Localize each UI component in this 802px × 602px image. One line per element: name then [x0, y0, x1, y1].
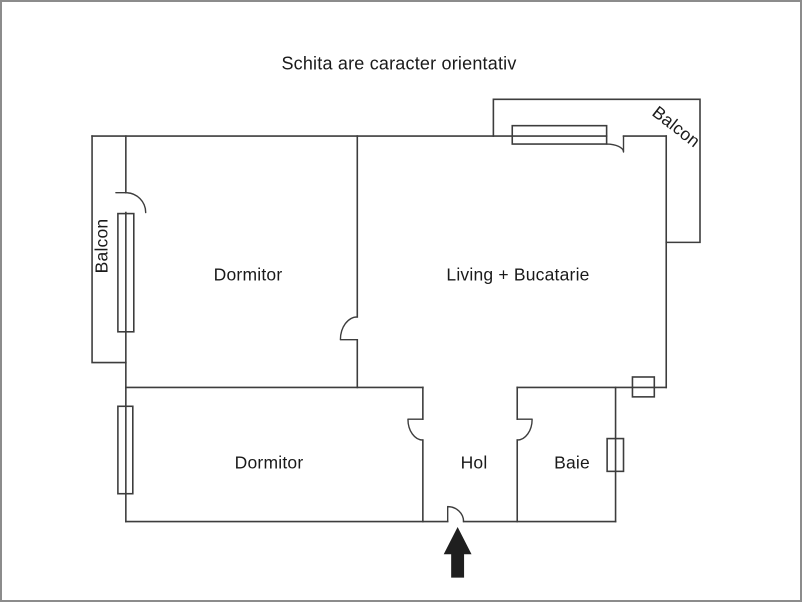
- window-dormitor2-left: [117, 405, 134, 495]
- door-balcony-left: [115, 192, 147, 214]
- door-balcony-right: [605, 135, 625, 153]
- room-label-baie: Baie: [554, 452, 590, 473]
- balcony-label-left: Balcon: [91, 218, 112, 274]
- balcony-right-outline: [492, 98, 701, 244]
- room-label-hol: Hol: [460, 452, 488, 473]
- door-dormitor2: [407, 418, 424, 441]
- room-label-dormitor-2: Dormitor: [234, 452, 304, 473]
- balcony-left-outline: [91, 135, 127, 364]
- walls: [91, 98, 701, 523]
- entrance-arrow-icon: [443, 526, 472, 578]
- room-label-dormitor-1: Dormitor: [213, 264, 283, 285]
- window-baie-right: [606, 437, 625, 473]
- doors: [115, 135, 625, 523]
- door-baie: [516, 418, 533, 441]
- shaft-box: [631, 376, 656, 398]
- window-balcony-left: [117, 212, 135, 333]
- disclaimer-title: Schita are caracter orientativ: [281, 53, 517, 74]
- window-living-top: [511, 124, 608, 145]
- door-dormitor1-living: [339, 316, 358, 341]
- door-entrance: [446, 505, 465, 523]
- room-label-living-bucatarie: Living + Bucatarie: [446, 264, 590, 285]
- windows: [117, 124, 656, 495]
